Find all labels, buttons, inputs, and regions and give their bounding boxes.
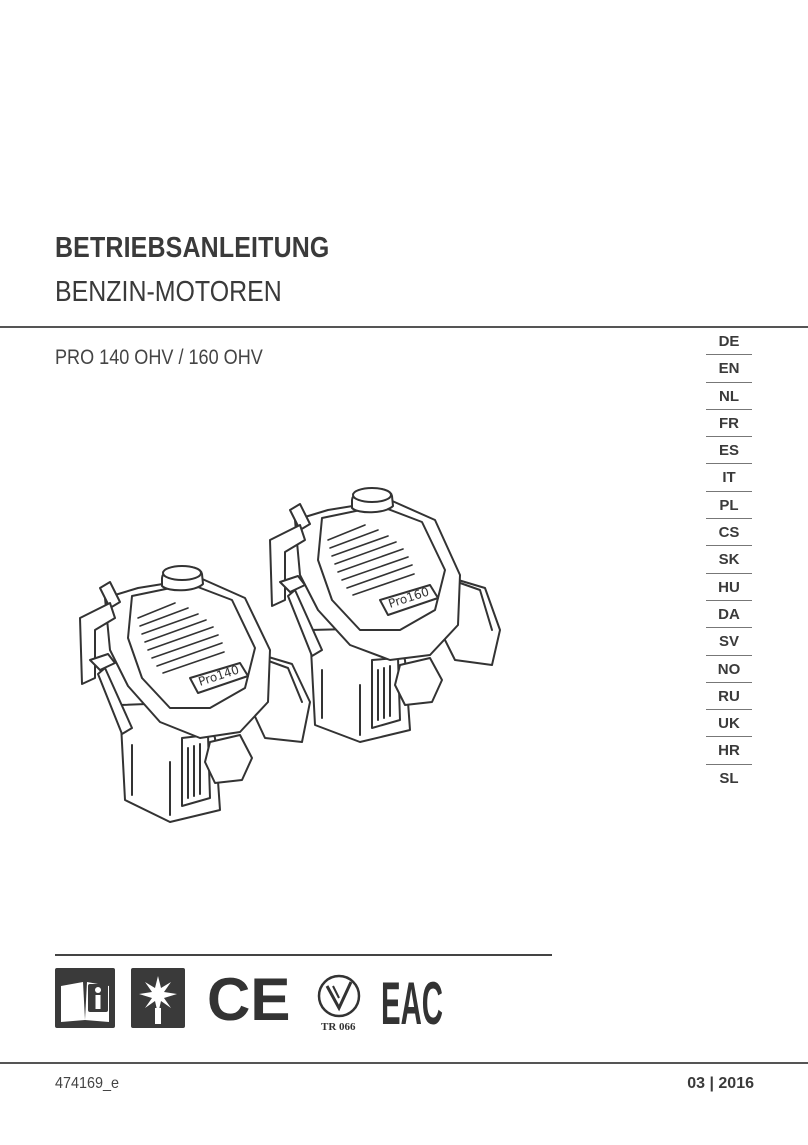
document-subtitle: BENZIN-MOTOREN <box>55 276 282 308</box>
language-code: EN <box>706 355 752 383</box>
bottom-divider <box>0 1062 808 1064</box>
engine-pro160: Pro160 <box>269 487 501 743</box>
warning-spark-icon <box>131 968 185 1028</box>
language-code: SK <box>706 546 752 574</box>
language-code: HU <box>706 574 752 601</box>
tr-mark-icon: TR 066 <box>317 974 361 1033</box>
language-code: DA <box>706 601 752 629</box>
engine-illustration: Pro160 <box>79 487 501 823</box>
model-name: PRO 140 OHV / 160 OHV <box>55 346 263 369</box>
engine-pro140: Pro140 <box>79 565 311 823</box>
language-code: ES <box>706 437 752 465</box>
document-number: 474169_e <box>55 1075 120 1092</box>
language-index: DE EN NL FR ES IT PL CS SK HU DA SV NO R… <box>706 328 752 792</box>
document-title: BETRIEBSANLEITUNG <box>55 232 330 264</box>
language-code: SL <box>719 769 739 787</box>
language-code: DE <box>706 328 752 356</box>
read-manual-icon <box>55 968 115 1028</box>
language-code: UK <box>706 710 752 738</box>
document-date: 03 | 2016 <box>687 1075 754 1092</box>
language-code: PL <box>706 492 752 520</box>
eac-mark-icon: EAC <box>381 970 443 1037</box>
top-divider <box>0 326 808 328</box>
svg-text:TR 066: TR 066 <box>321 1021 356 1032</box>
language-code: FR <box>706 410 752 438</box>
language-code: HR <box>706 737 752 765</box>
svg-text:EAC: EAC <box>381 970 443 1032</box>
language-code: NL <box>706 383 752 410</box>
ce-mark-icon: CE <box>207 966 290 1033</box>
language-code: NO <box>706 656 752 683</box>
language-code: SV <box>706 628 752 656</box>
language-code: RU <box>706 683 752 711</box>
certification-icons: CE TR 066 EAC <box>55 966 455 1037</box>
certification-divider <box>55 954 552 956</box>
language-code: CS <box>706 519 752 547</box>
language-code: IT <box>706 464 752 492</box>
svg-text:CE: CE <box>207 968 290 1032</box>
